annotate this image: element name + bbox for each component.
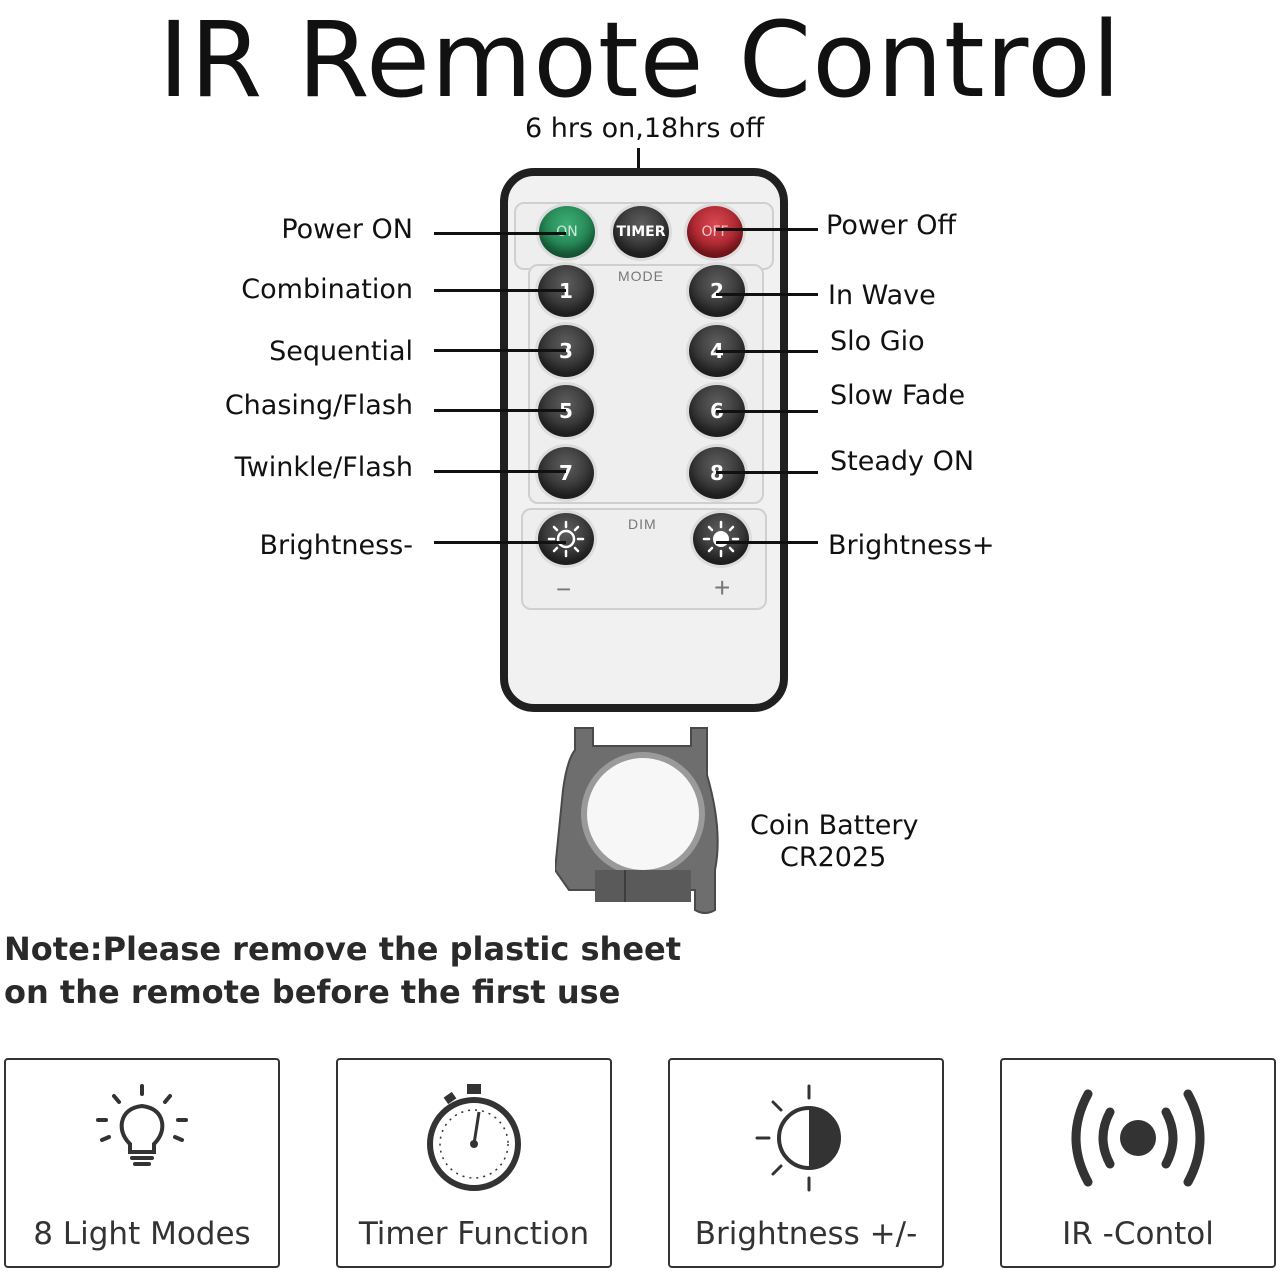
callout-line-slow-fade	[716, 410, 818, 413]
signal-icon	[1071, 1089, 1205, 1187]
sun-filled-icon	[702, 520, 740, 558]
usage-note: Note:Please remove the plastic sheet on …	[4, 928, 681, 1014]
power-off-button[interactable]: OFF	[684, 203, 746, 261]
label-power-on: Power ON	[281, 214, 413, 245]
callout-line-twinkle	[434, 470, 566, 473]
label-brightness-minus: Brightness-	[259, 530, 413, 561]
callout-line-combination	[434, 289, 566, 292]
feature-label-brightness: Brightness +/-	[694, 1216, 918, 1252]
note-line2: on the remote before the first use	[4, 973, 621, 1011]
callout-line-brightness-plus	[716, 541, 818, 544]
lightbulb-icon	[96, 1084, 188, 1166]
callout-line-slo-gio	[716, 350, 818, 353]
label-combination: Combination	[241, 274, 413, 305]
battery-label-line2: CR2025	[780, 842, 887, 873]
feature-label-ir-control: IR -Contol	[1062, 1216, 1214, 1252]
label-chasing: Chasing/Flash	[224, 390, 413, 421]
label-slo-gio: Slo Gio	[830, 326, 925, 357]
plus-text: +	[714, 572, 732, 603]
label-steady-on: Steady ON	[830, 446, 975, 477]
brightness-minus-button[interactable]	[535, 510, 597, 568]
callout-line-chasing	[434, 409, 566, 412]
feature-label-timer: Timer Function	[358, 1216, 590, 1252]
feature-card-brightness: Brightness +/-	[668, 1058, 944, 1268]
feature-card-ir-control: IR -Contol	[1000, 1058, 1276, 1268]
note-line1: Note:Please remove the plastic sheet	[4, 930, 682, 968]
label-slow-fade: Slow Fade	[830, 380, 966, 411]
feature-card-timer: Timer Function	[336, 1058, 612, 1268]
callout-line-brightness-minus	[434, 541, 566, 544]
timer-label: 6 hrs on,18hrs off	[525, 113, 765, 144]
label-twinkle: Twinkle/Flash	[234, 452, 413, 483]
mode-button-7[interactable]: 7	[535, 444, 597, 502]
sun-outline-icon	[547, 520, 585, 558]
page-title: IR Remote Control	[158, 0, 1122, 121]
brightness-icon	[755, 1084, 841, 1192]
timer-button[interactable]: TIMER	[610, 203, 672, 261]
callout-line-in-wave	[716, 293, 818, 296]
callout-line-sequential	[434, 349, 566, 352]
feature-card-light-modes: 8 Light Modes	[4, 1058, 280, 1268]
callout-line-power-off	[716, 228, 818, 231]
label-in-wave: In Wave	[828, 280, 936, 311]
feature-label-light-modes: 8 Light Modes	[33, 1216, 251, 1252]
stopwatch-icon	[427, 1084, 521, 1191]
callout-line-steady-on	[716, 471, 818, 474]
mode-button-2[interactable]: 2	[686, 262, 748, 320]
battery-holder-image	[555, 727, 719, 914]
label-brightness-plus: Brightness+	[828, 530, 995, 561]
brightness-plus-button[interactable]	[690, 510, 752, 568]
minus-text: −	[556, 574, 573, 604]
dim-text: DIM	[628, 516, 657, 532]
callout-line-power-on	[434, 232, 566, 235]
label-power-off: Power Off	[826, 210, 957, 241]
mode-text: MODE	[618, 268, 664, 284]
battery-label-line1: Coin Battery	[750, 810, 919, 841]
label-sequential: Sequential	[269, 336, 413, 367]
mode-button-5[interactable]: 5	[535, 382, 597, 440]
